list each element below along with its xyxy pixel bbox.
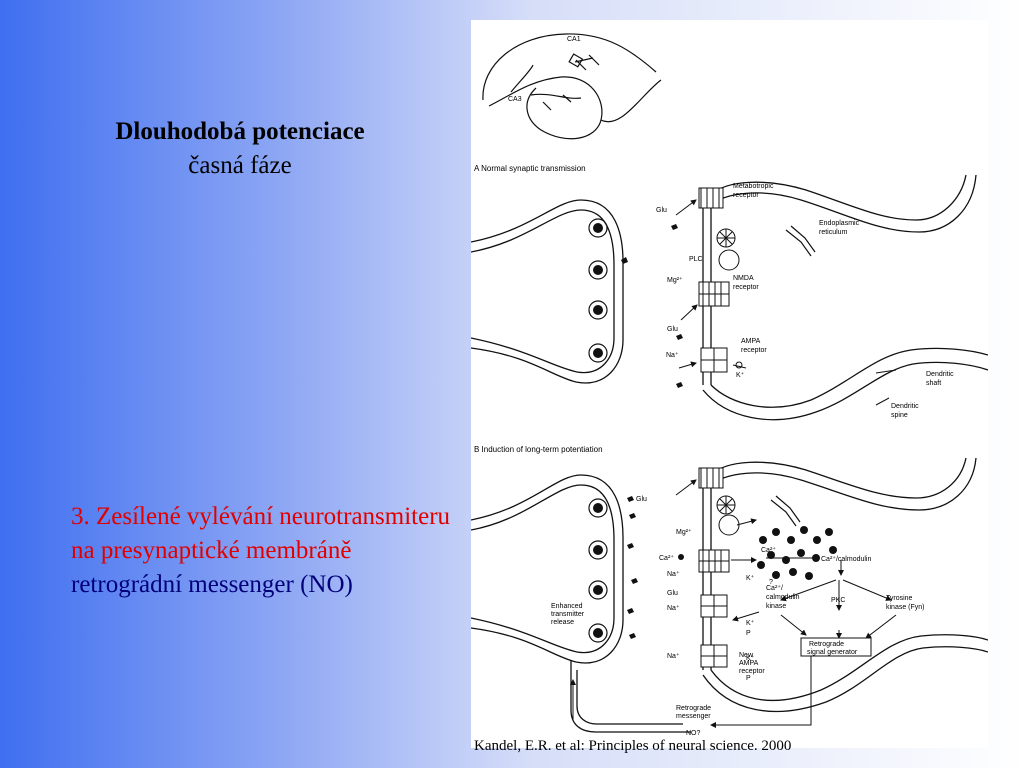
b-label-camk2: calmodulin	[766, 594, 800, 601]
hippocampus-sketch	[482, 33, 662, 140]
panel-a-postsynaptic-spine	[702, 174, 988, 421]
b-label-cacalm: Ca²⁺/calmodulin	[821, 555, 871, 563]
a-label-metabotropic2: receptor	[733, 192, 759, 199]
b-label-etr3: release	[551, 619, 574, 626]
panel-a-receptors	[698, 187, 740, 373]
body-text: 3. Zesílené vylévání neurotransmiteru na…	[71, 500, 451, 602]
b-label-rsg2: signal generator	[807, 649, 858, 656]
b-label-newampa3: receptor	[739, 668, 765, 675]
hippo-ca3-label: CA3	[508, 96, 522, 103]
k-ion-a	[735, 361, 743, 369]
a-label-mg: Mg²⁺	[667, 276, 683, 284]
b-label-no: NO?	[686, 730, 701, 737]
b-label-glu2: Glu	[667, 590, 678, 597]
a-label-metabotropic1: Metabotropic	[733, 183, 774, 190]
b-label-tyr1: Tyrosine	[886, 595, 913, 602]
panel-b-receptors	[698, 467, 740, 668]
a-label-glu2: Glu	[667, 326, 678, 333]
title-block: Dlouhodobá potenciace časná fáze	[40, 118, 440, 180]
a-label-shaft1: Dendritic	[926, 371, 954, 378]
panel-b-presynaptic-terminal	[471, 474, 691, 733]
source-caption: Kandel, E.R. et al: Principles of neural…	[474, 738, 792, 754]
panel-b-er-icon	[770, 495, 801, 527]
ltp-figure: CA1 CA3 A Normal synaptic transmission	[471, 20, 988, 748]
panel-b-vesicles	[588, 496, 638, 643]
a-label-ampa2: receptor	[741, 347, 767, 354]
body-text-red: 3. Zesílené vylévání neurotransmiteru na…	[71, 503, 451, 564]
slide-subtitle: časná fáze	[188, 152, 292, 179]
b-label-rm1: Retrograde	[676, 705, 711, 712]
b-label-p2: P	[746, 675, 751, 682]
panel-a-arrows	[675, 199, 897, 406]
b-label-glu: Glu	[636, 496, 647, 503]
a-label-k: K⁺	[736, 371, 745, 379]
a-label-na: Na⁺	[666, 351, 679, 359]
a-label-plc: PLC	[689, 256, 703, 263]
b-label-tyr2: kinase (Fyn)	[886, 604, 925, 611]
panel-b-arrows	[570, 479, 897, 728]
b-label-rm2: messenger	[676, 713, 711, 720]
b-label-mg: Mg²⁺	[676, 528, 692, 536]
panel-a-heading: A Normal synaptic transmission	[474, 164, 586, 173]
b-label-pkc: PKC	[831, 597, 845, 604]
b-label-ca: Ca²⁺	[659, 554, 674, 562]
b-label-ca-small: Ca²⁺	[761, 546, 776, 554]
panel-b-heading: B Induction of long-term potentiation	[474, 445, 603, 454]
b-label-k1: K⁺	[746, 574, 755, 582]
a-label-nmda1: NMDA	[733, 275, 754, 282]
ltp-diagram: CA1 CA3 A Normal synaptic transmission	[471, 33, 988, 737]
slide-title: Dlouhodobá potenciace	[115, 118, 365, 145]
a-label-er1: Endoplasmic	[819, 220, 860, 227]
panel-b-postsynaptic-spine	[702, 457, 988, 712]
retrograde-signal-generator-box	[800, 637, 872, 657]
a-label-shaft2: shaft	[926, 380, 941, 387]
b-label-na2: Na⁺	[667, 604, 680, 612]
a-label-ampa1: AMPA	[741, 338, 761, 345]
a-label-er2: reticulum	[819, 229, 848, 236]
a-label-spine2: spine	[891, 412, 908, 419]
a-label-nmda2: receptor	[733, 284, 759, 291]
b-label-question: ?	[769, 579, 773, 586]
hippo-ca1-label: CA1	[567, 36, 581, 43]
b-label-newampa2: AMPA	[739, 660, 759, 667]
b-label-etr2: transmitter	[551, 611, 585, 618]
b-label-camk3: kinase	[766, 603, 786, 610]
b-label-camk1: Ca²⁺/	[766, 584, 783, 592]
b-label-na3: Na⁺	[667, 652, 680, 660]
panel-a-vesicles	[588, 218, 628, 363]
b-label-k3: K⁺	[746, 654, 755, 662]
panel-a-er-icon	[785, 225, 816, 257]
b-label-p1: P	[746, 630, 751, 637]
b-label-k2: K⁺	[746, 619, 755, 627]
b-label-newampa1: New	[739, 652, 754, 659]
b-label-na1: Na⁺	[667, 570, 680, 578]
panel-a-glu-molecules	[671, 224, 683, 388]
b-label-etr1: Enhanced	[551, 603, 583, 610]
a-label-glu: Glu	[656, 207, 667, 214]
body-text-blue: retrográdní messenger (NO)	[71, 571, 353, 598]
a-label-spine1: Dendritic	[891, 403, 919, 410]
b-label-rsg1: Retrograde	[809, 641, 844, 648]
